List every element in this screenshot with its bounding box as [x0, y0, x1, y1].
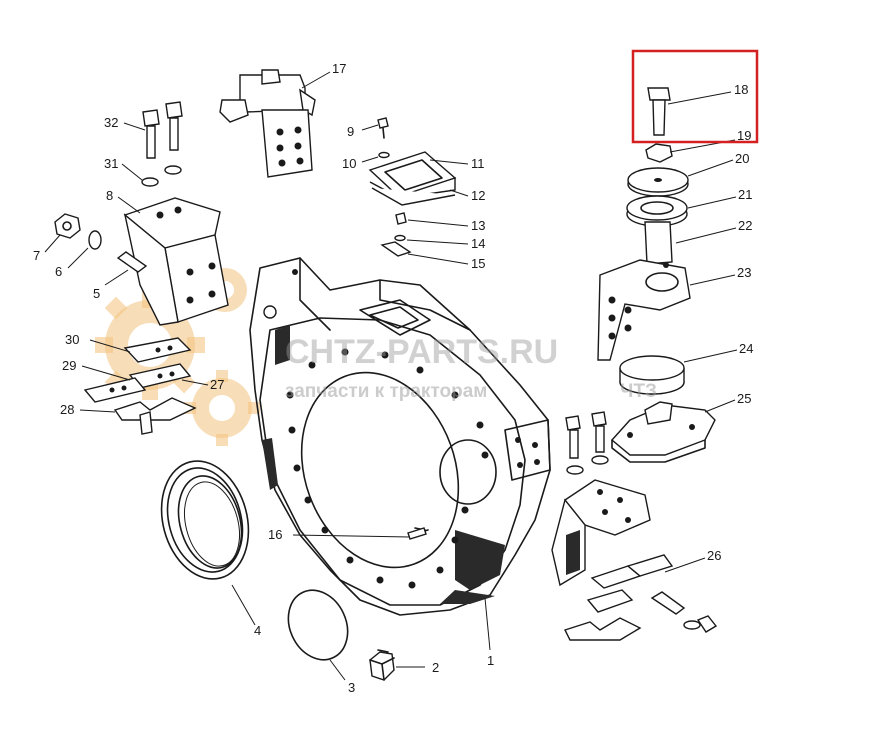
callout-24: 24: [739, 341, 753, 356]
o-ring-part-3: [287, 589, 349, 661]
callout-9: 9: [347, 124, 354, 139]
left-plates-parts-27-30: [83, 337, 197, 435]
leader-lines: [44, 71, 738, 681]
watermark-brand: CHTZ-PARTS.RU: [285, 333, 558, 371]
callout-30: 30: [65, 332, 79, 347]
callout-29: 29: [62, 358, 76, 373]
callout-23: 23: [737, 265, 751, 280]
stud-part-16: [407, 527, 427, 540]
callout-22: 22: [738, 218, 752, 233]
cover-plate-group-parts-9-15: [368, 117, 457, 257]
callout-25: 25: [737, 391, 751, 406]
callout-3: 3: [348, 680, 355, 695]
callout-13: 13: [471, 218, 485, 233]
mount-stack-parts-18-25: [597, 87, 716, 463]
drain-plug-part-2: [369, 649, 395, 681]
callout-19: 19: [737, 128, 751, 143]
callout-7: 7: [33, 248, 40, 263]
callout-28: 28: [60, 402, 74, 417]
callout-21: 21: [738, 187, 752, 202]
callout-26: 26: [707, 548, 721, 563]
callout-16: 16: [268, 527, 282, 542]
callout-2: 2: [432, 660, 439, 675]
callout-5: 5: [93, 286, 100, 301]
watermark-mark: ЧТЗ: [620, 381, 657, 402]
callout-12: 12: [471, 188, 485, 203]
callout-11: 11: [471, 156, 485, 171]
highlight-box-part-18: [631, 49, 759, 144]
callout-6: 6: [55, 264, 62, 279]
callout-8: 8: [106, 188, 113, 203]
callout-10: 10: [342, 156, 356, 171]
watermark: CHTZ-PARTS.RU запчасти к тракторам ЧТЗ: [285, 333, 657, 402]
seal-ring-part-4: [160, 460, 250, 580]
callout-20: 20: [735, 151, 749, 166]
support-bracket-part-17: [219, 69, 316, 178]
callout-4: 4: [254, 623, 261, 638]
left-bracket-part-8: [54, 101, 229, 326]
watermark-tagline: запчасти к тракторам: [285, 381, 487, 402]
callout-27: 27: [210, 377, 224, 392]
callout-14: 14: [471, 236, 485, 251]
main-housing-part-1: [249, 257, 551, 616]
callout-18: 18: [734, 82, 748, 97]
callout-31: 31: [104, 156, 118, 171]
callout-17: 17: [332, 61, 346, 76]
callout-15: 15: [471, 256, 485, 271]
callout-labels: 1 2 3 4 5 6 7 8 9 10 11 12 13 14 15 16 1…: [33, 61, 753, 695]
lower-right-bracket-group: [551, 411, 718, 641]
callout-32: 32: [104, 115, 118, 130]
callout-1: 1: [487, 653, 494, 668]
